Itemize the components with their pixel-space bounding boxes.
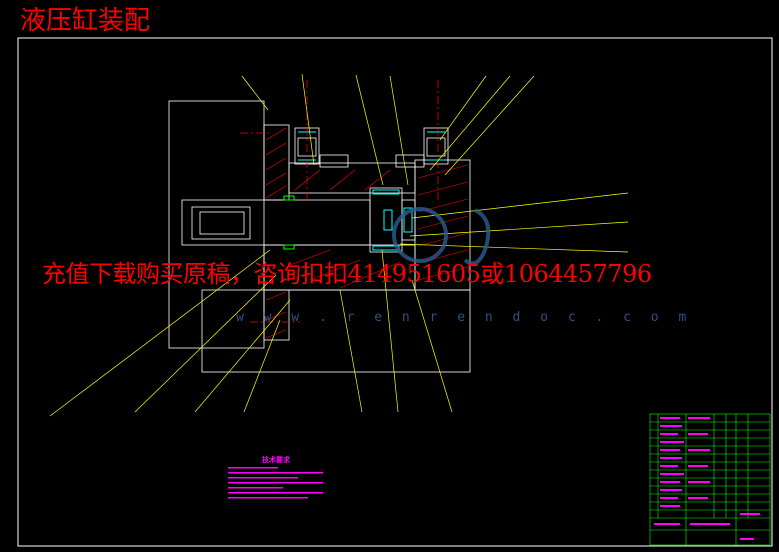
watermark-url: w w w . r e n r e n d o c . c o m <box>236 310 693 325</box>
promo-overlay-text: 充值下载购买原稿，咨询扣扣414951605或1064457796 <box>42 260 652 288</box>
base-block <box>201 289 471 373</box>
title-block <box>649 413 771 546</box>
right-port-fitting <box>423 127 449 165</box>
mounting-plate <box>168 100 265 349</box>
technical-notes-lines <box>228 467 323 499</box>
drawing-border <box>17 37 773 547</box>
cylinder-assembly-section <box>168 100 471 373</box>
balloon-leaders <box>49 73 629 417</box>
section-hatching <box>265 127 469 339</box>
cylinder-body <box>263 124 290 201</box>
title-block-text-marks <box>654 417 760 540</box>
center-lines <box>240 80 439 323</box>
technical-notes-heading: 技术要求 <box>262 456 290 464</box>
thread-and-seal-details <box>283 131 445 251</box>
watermark-logo <box>392 207 491 266</box>
drawing-title: 液压缸装配 <box>20 6 151 36</box>
